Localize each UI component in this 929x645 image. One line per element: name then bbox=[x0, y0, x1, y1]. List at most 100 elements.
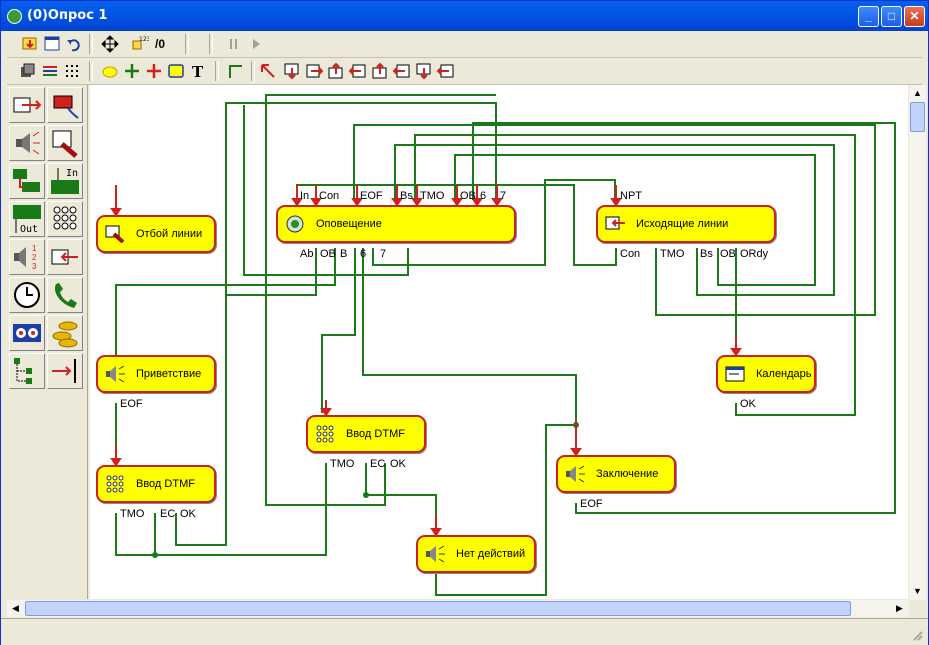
port-label: TMO bbox=[420, 190, 445, 202]
port-label: OK bbox=[740, 398, 756, 410]
svg-text:2: 2 bbox=[32, 253, 37, 262]
node-label: Нет действий bbox=[456, 548, 526, 560]
palette-coins-button[interactable] bbox=[47, 315, 83, 351]
palette-clock-button[interactable] bbox=[9, 277, 45, 313]
minimize-button[interactable]: _ bbox=[858, 6, 879, 27]
node-kalendar[interactable]: Календарь bbox=[716, 355, 816, 393]
diagram-canvas[interactable]: Отбой линии In Con EOF Bs TMO OB 6 7 Опо… bbox=[90, 85, 908, 599]
close-button[interactable]: ✕ bbox=[904, 6, 925, 27]
port-label: In bbox=[300, 190, 310, 202]
keypad-icon bbox=[106, 475, 124, 493]
arrow-down-icon[interactable] bbox=[283, 62, 301, 80]
node-label: Календарь bbox=[756, 368, 812, 380]
connector-icon[interactable] bbox=[227, 62, 245, 80]
svg-text:1: 1 bbox=[32, 244, 37, 253]
keypad-icon bbox=[316, 425, 334, 443]
node-otboi[interactable]: Отбой линии bbox=[96, 215, 216, 253]
arrow-upleft-icon[interactable] bbox=[259, 62, 277, 80]
palette-out-button[interactable]: Out bbox=[9, 201, 45, 237]
vertical-scroll-thumb[interactable] bbox=[910, 102, 925, 132]
green-cross-icon[interactable] bbox=[123, 62, 141, 80]
app-icon bbox=[7, 9, 22, 24]
load-icon[interactable] bbox=[21, 35, 39, 53]
port-label: OB bbox=[320, 248, 336, 260]
svg-text:Out: Out bbox=[20, 224, 38, 235]
scroll-up-button[interactable]: ▲ bbox=[913, 88, 922, 98]
arrow-left2-icon[interactable] bbox=[393, 62, 411, 80]
scroll-right-button[interactable]: ▶ bbox=[896, 603, 903, 613]
horizontal-scrollbar[interactable]: ◀ ▶ bbox=[7, 600, 909, 617]
port-label: 7 bbox=[380, 248, 387, 260]
palette-linein-button[interactable] bbox=[9, 163, 45, 199]
node-net-deistvii[interactable]: Нет действий bbox=[416, 535, 536, 573]
port-label: Bs bbox=[400, 190, 413, 202]
ellipse-icon[interactable] bbox=[101, 62, 119, 80]
port-label: ORdy bbox=[740, 248, 769, 260]
port-label: OB bbox=[720, 248, 736, 260]
node-opoveshenie[interactable]: Оповещение bbox=[276, 205, 516, 243]
undo-icon[interactable] bbox=[65, 35, 83, 53]
main-toolbar: 1234 /0 bbox=[7, 31, 922, 58]
arrow-left-icon[interactable] bbox=[349, 62, 367, 80]
window-icon[interactable] bbox=[43, 35, 61, 53]
hangup-icon bbox=[105, 225, 125, 243]
toolbar-separator bbox=[89, 61, 93, 81]
grid-icon[interactable] bbox=[63, 62, 81, 80]
palette-exit-button[interactable] bbox=[47, 87, 83, 123]
play-icon[interactable] bbox=[247, 35, 265, 53]
palette-in-button[interactable]: In bbox=[47, 163, 83, 199]
port-label: OB bbox=[460, 190, 476, 202]
scroll-down-button[interactable]: ▼ bbox=[913, 586, 922, 596]
palette-outgoing-button[interactable] bbox=[47, 239, 83, 275]
numbering-icon[interactable]: 1234 bbox=[131, 35, 149, 53]
toolbar-separator bbox=[89, 34, 93, 54]
palette-entry-button[interactable] bbox=[9, 87, 45, 123]
move-icon[interactable] bbox=[101, 35, 119, 53]
node-iskhodyashie[interactable]: Исходящие линии bbox=[596, 205, 776, 243]
toolbar-separator bbox=[251, 61, 255, 81]
palette-branch-button[interactable] bbox=[9, 353, 45, 389]
arrow-down2-icon[interactable] bbox=[415, 62, 433, 80]
node-label: Заключение bbox=[596, 468, 659, 480]
pause-icon[interactable] bbox=[225, 35, 243, 53]
node-zakluchenie[interactable]: Заключение bbox=[556, 455, 676, 493]
palette-dtmf-button[interactable] bbox=[47, 201, 83, 237]
svg-text:1234: 1234 bbox=[139, 36, 149, 43]
port-label: EOF bbox=[580, 498, 603, 510]
toolbar-separator bbox=[209, 34, 213, 54]
draw-toolbar: T bbox=[7, 58, 922, 85]
port-label: Con bbox=[620, 248, 641, 260]
disc-icon bbox=[286, 215, 304, 233]
palette-tape-button[interactable] bbox=[9, 315, 45, 351]
port-label: NPT bbox=[620, 190, 642, 202]
node-vvod-dtmf-1[interactable]: Ввод DTMF bbox=[96, 465, 216, 503]
lines-icon[interactable] bbox=[41, 62, 59, 80]
palette-phone-button[interactable] bbox=[47, 277, 83, 313]
port-label: Con bbox=[319, 190, 340, 202]
port-label: Bs bbox=[700, 248, 713, 260]
palette-end-button[interactable] bbox=[47, 353, 83, 389]
palette-record-button[interactable] bbox=[47, 125, 83, 161]
resize-grip-icon[interactable] bbox=[911, 629, 923, 641]
speaker-icon bbox=[106, 365, 125, 383]
text-tool-icon[interactable]: T bbox=[189, 62, 207, 80]
palette-play-button[interactable] bbox=[9, 125, 45, 161]
node-vvod-dtmf-2[interactable]: Ввод DTMF bbox=[306, 415, 426, 453]
red-cross-icon[interactable] bbox=[145, 62, 163, 80]
toolbar-separator bbox=[215, 61, 219, 81]
rectangle-icon[interactable] bbox=[167, 62, 185, 80]
arrow-left3-icon[interactable] bbox=[437, 62, 455, 80]
port-label: TMO bbox=[120, 508, 145, 520]
arrow-right-icon[interactable] bbox=[305, 62, 323, 80]
speaker-icon bbox=[566, 465, 585, 483]
arrow-up2-icon[interactable] bbox=[371, 62, 389, 80]
layers-icon[interactable] bbox=[19, 62, 37, 80]
node-label: Ввод DTMF bbox=[346, 428, 405, 440]
arrow-up-icon[interactable] bbox=[327, 62, 345, 80]
vertical-scrollbar[interactable]: ▲ ▼ bbox=[909, 85, 926, 600]
maximize-button[interactable]: □ bbox=[881, 6, 902, 27]
scroll-left-button[interactable]: ◀ bbox=[12, 603, 19, 613]
horizontal-scroll-thumb[interactable] bbox=[25, 601, 851, 616]
node-privetstvie[interactable]: Приветствие bbox=[96, 355, 216, 393]
